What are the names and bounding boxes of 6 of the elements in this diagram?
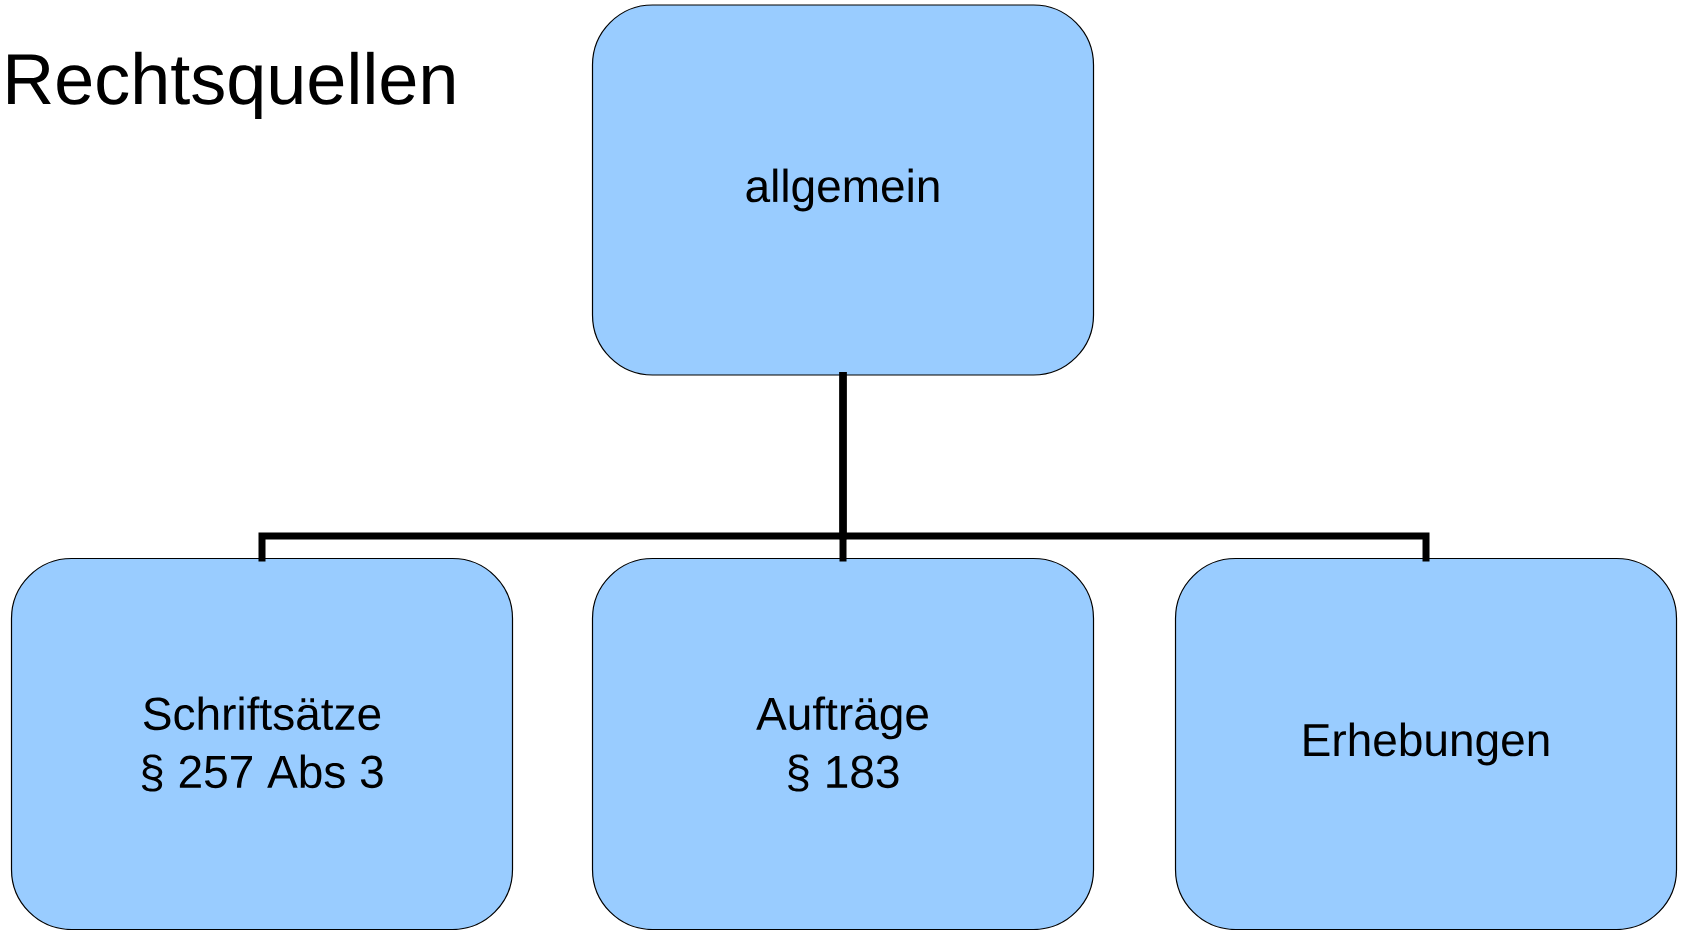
connector-line [839,372,1430,562]
org-chart-box: allgemein [591,4,1095,376]
org-chart-box: Aufträge § 183 [591,557,1095,930]
org-chart-box: Schriftsätze § 257 Abs 3 [10,557,514,930]
org-chart-box: Erhebungen [1174,557,1678,930]
slide-title: Rechtsquellen [8,51,454,119]
